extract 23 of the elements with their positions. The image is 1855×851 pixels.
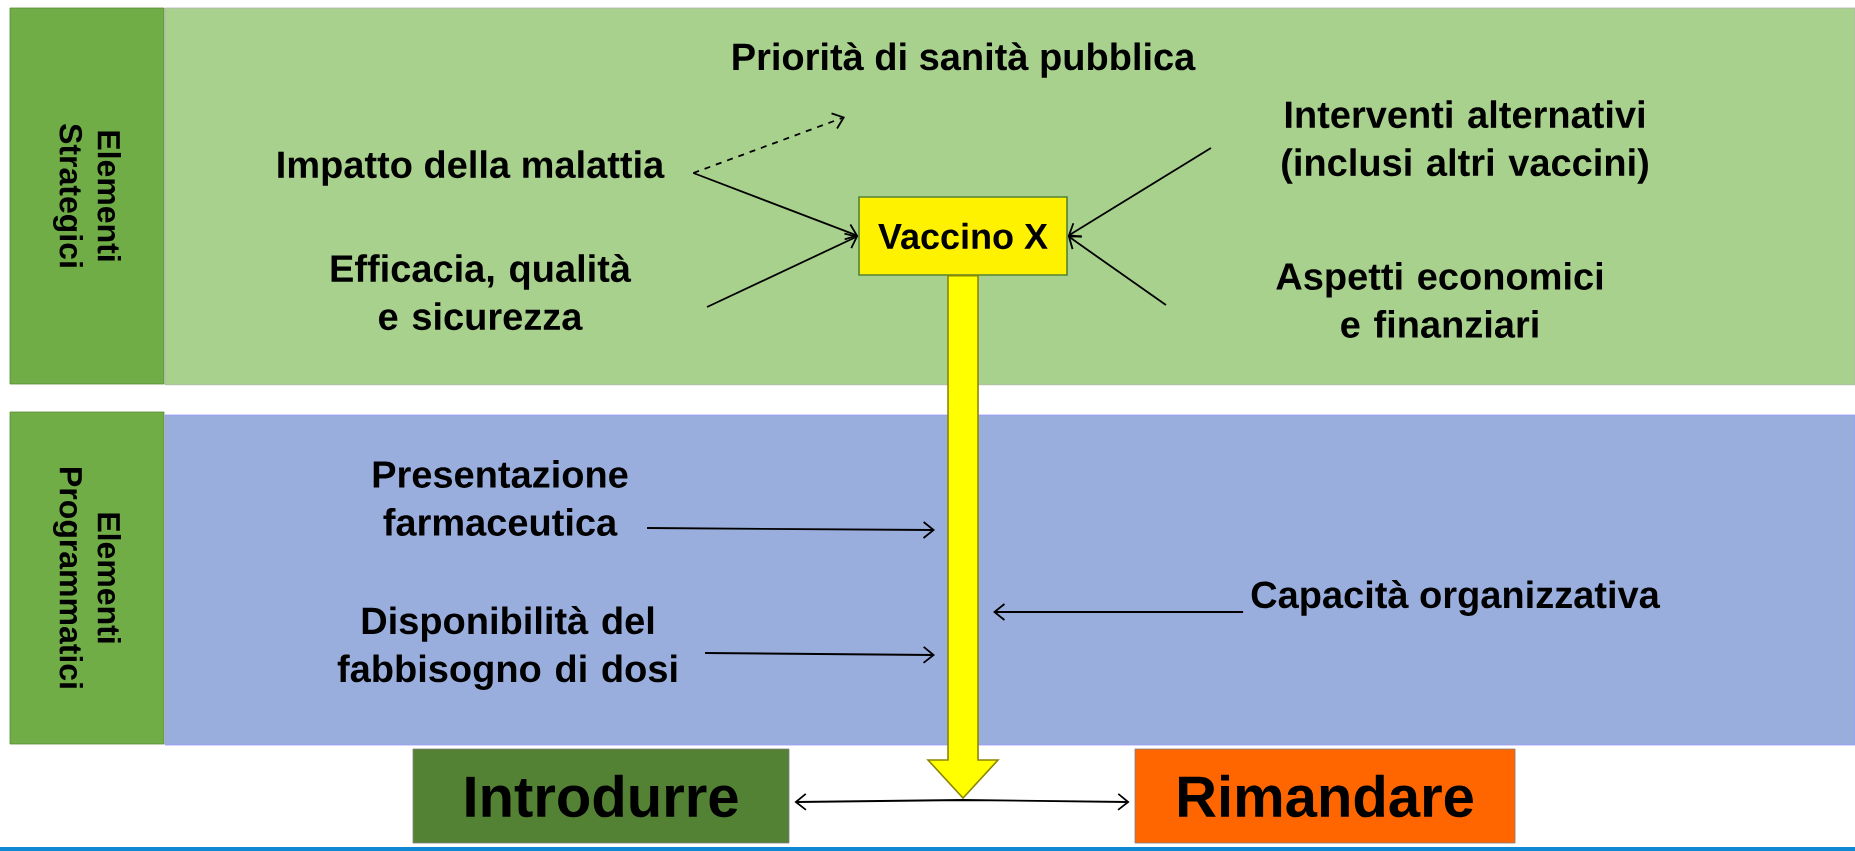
factor-label: Disponibilità del fabbisogno di dosi xyxy=(337,606,677,690)
arrow xyxy=(646,521,936,539)
factor-label: Interventi alternativi (inclusi altri vaccini) xyxy=(1282,100,1648,184)
arrow xyxy=(704,646,936,664)
dashed-arrow xyxy=(692,112,845,174)
factor-label: Capacità organizzativa xyxy=(1251,580,1661,616)
factor-label: Priorità di sanità pubblica xyxy=(733,42,1196,78)
arrow xyxy=(993,603,1244,621)
side-label-box: Elementi Programmatici xyxy=(9,411,165,745)
factor-label: Impatto della malattia xyxy=(278,150,665,186)
arrow xyxy=(692,172,859,241)
outcome-box: Introdurre xyxy=(412,748,790,844)
block-arrow xyxy=(926,275,1000,800)
arrow xyxy=(706,232,859,308)
factor-label: Aspetti economici e finanziari xyxy=(1276,262,1602,338)
side-label-box: Elementi Strategici xyxy=(9,7,165,385)
factor-label: Presentazione farmaceutica xyxy=(373,460,628,536)
double-arrow xyxy=(794,792,1130,811)
outcome-box: Rimandare xyxy=(1134,748,1516,844)
vaccine-box: Vaccino X xyxy=(858,196,1068,276)
factor-label: Efficacia, qualità e sicurezza xyxy=(331,253,632,331)
arrow xyxy=(1067,147,1212,238)
arrow xyxy=(1067,235,1167,306)
